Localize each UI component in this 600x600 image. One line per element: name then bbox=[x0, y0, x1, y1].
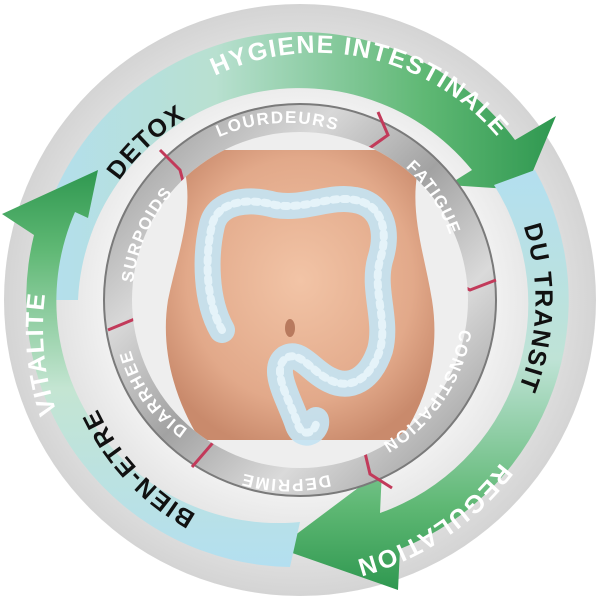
colon-highlight bbox=[203, 195, 388, 437]
outer-segment-transit bbox=[278, 170, 569, 590]
outer-segment-hygiene bbox=[32, 31, 556, 300]
navel bbox=[285, 319, 295, 337]
inner-ring-shadow bbox=[103, 103, 497, 497]
outer-segment-wellbeing bbox=[2, 170, 300, 567]
